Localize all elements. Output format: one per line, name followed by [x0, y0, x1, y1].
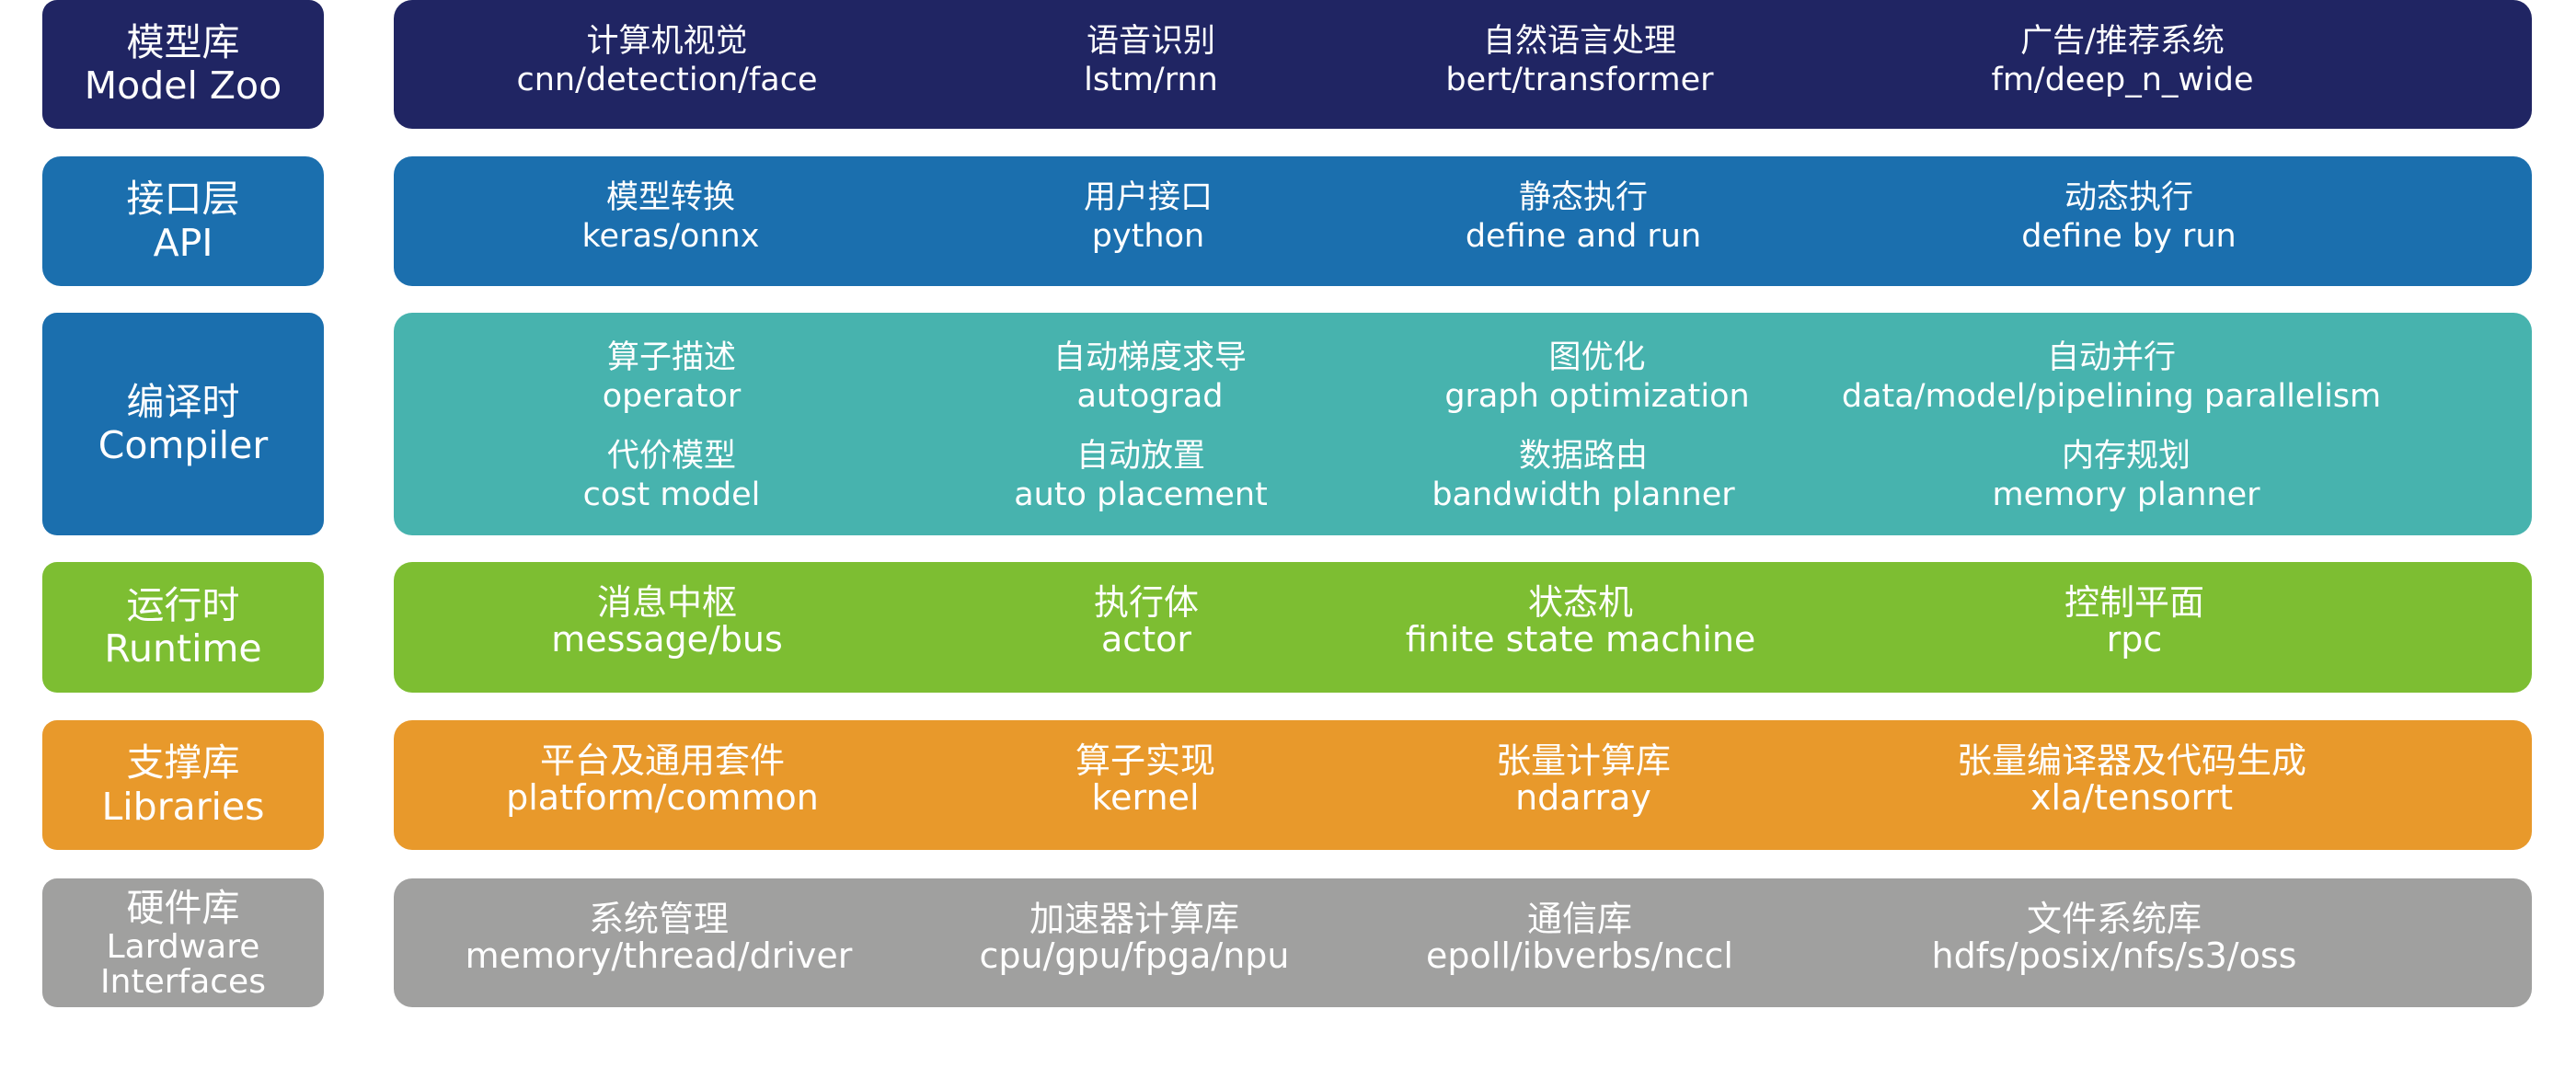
layer-label-en-line1: Lardware	[106, 928, 260, 967]
layer-label-zh: 硬件库	[126, 886, 240, 931]
component-bandwidth-planner: 数据路由 bandwidth planner	[1432, 438, 1735, 513]
component-finite-state-machine: 状态机 finite state machine	[1405, 582, 1756, 660]
layer-label-api: 接口层 API	[42, 156, 324, 286]
layer-hardware: 硬件库 Lardware Interfaces 系统管理 memory/thre…	[0, 878, 2576, 1007]
layer-label-zh: 模型库	[126, 19, 240, 64]
layer-runtime: 运行时 Runtime 消息中枢 message/bus 执行体 actor 状…	[0, 562, 2576, 693]
layer-content-api: 模型转换 keras/onnx 用户接口 python 静态执行 define …	[394, 156, 2532, 286]
component-system-management: 系统管理 memory/thread/driver	[465, 899, 853, 976]
component-communication-library: 通信库 epoll/ibverbs/nccl	[1426, 899, 1733, 976]
component-auto-parallel: 自动并行 data/model/pipelining parallelism	[1841, 339, 2382, 415]
layer-label-en: API	[153, 220, 213, 265]
layer-content-model-zoo: 计算机视觉 cnn/detection/face 语音识别 lstm/rnn 自…	[394, 0, 2532, 129]
component-computer-vision: 计算机视觉 cnn/detection/face	[516, 23, 818, 98]
component-accelerator-library: 加速器计算库 cpu/gpu/fpga/npu	[979, 899, 1290, 976]
component-user-interface: 用户接口 python	[1083, 179, 1213, 255]
component-control-plane: 控制平面 rpc	[2064, 582, 2205, 660]
layer-label-en: Compiler	[98, 423, 269, 467]
component-operator: 算子描述 operator	[602, 339, 742, 415]
component-autograd: 自动梯度求导 autograd	[1052, 339, 1248, 415]
component-memory-planner: 内存规划 memory planner	[1992, 438, 2260, 513]
layer-label-en: Libraries	[101, 784, 265, 829]
component-kernel: 算子实现 kernel	[1075, 740, 1216, 818]
layer-content-compiler: 算子描述 operator 自动梯度求导 autograd 图优化 graph …	[394, 313, 2532, 535]
layer-label-hardware: 硬件库 Lardware Interfaces	[42, 878, 324, 1007]
layer-label-zh: 运行时	[126, 582, 240, 627]
layer-label-en: Runtime	[104, 626, 262, 671]
layer-libraries: 支撑库 Libraries 平台及通用套件 platform/common 算子…	[0, 720, 2576, 850]
component-speech-recognition: 语音识别 lstm/rnn	[1084, 23, 1218, 98]
component-tensor-compiler: 张量编译器及代码生成 xla/tensorrt	[1956, 740, 2307, 818]
layer-label-zh: 接口层	[126, 177, 240, 222]
layer-label-en-line2: Interfaces	[100, 962, 266, 1001]
component-cost-model: 代价模型 cost model	[582, 438, 761, 513]
layer-content-runtime: 消息中枢 message/bus 执行体 actor 状态机 finite st…	[394, 562, 2532, 693]
component-nlp: 自然语言处理 bert/transformer	[1445, 23, 1714, 98]
component-recommendation: 广告/推荐系统 fm/deep_n_wide	[1991, 23, 2254, 98]
component-filesystem-library: 文件系统库 hdfs/posix/nfs/s3/oss	[1931, 899, 2297, 976]
component-static-execution: 静态执行 define and run	[1465, 179, 1702, 255]
component-ndarray: 张量计算库 ndarray	[1495, 740, 1672, 818]
layer-label-libraries: 支撑库 Libraries	[42, 720, 324, 850]
component-platform-common: 平台及通用套件 platform/common	[506, 740, 819, 818]
component-message-bus: 消息中枢 message/bus	[551, 582, 783, 660]
layer-content-libraries: 平台及通用套件 platform/common 算子实现 kernel 张量计算…	[394, 720, 2532, 850]
layer-label-model-zoo: 模型库 Model Zoo	[42, 0, 324, 129]
layer-label-zh: 支撑库	[126, 740, 240, 786]
layer-label-en: Model Zoo	[84, 63, 282, 108]
component-model-conversion: 模型转换 keras/onnx	[581, 179, 760, 255]
component-dynamic-execution: 动态执行 define by run	[2021, 179, 2237, 255]
layer-label-runtime: 运行时 Runtime	[42, 562, 324, 693]
layer-api: 接口层 API 模型转换 keras/onnx 用户接口 python 静态执行…	[0, 156, 2576, 286]
layer-content-hardware: 系统管理 memory/thread/driver 加速器计算库 cpu/gpu…	[394, 878, 2532, 1007]
component-actor: 执行体 actor	[1093, 582, 1200, 660]
component-auto-placement: 自动放置 auto placement	[1014, 438, 1268, 513]
layer-model-zoo: 模型库 Model Zoo 计算机视觉 cnn/detection/face 语…	[0, 0, 2576, 129]
layer-label-zh: 编译时	[126, 379, 240, 424]
component-graph-optimization: 图优化 graph optimization	[1444, 339, 1750, 415]
layer-label-compiler: 编译时 Compiler	[42, 313, 324, 535]
layer-compiler: 编译时 Compiler 算子描述 operator 自动梯度求导 autogr…	[0, 313, 2576, 535]
